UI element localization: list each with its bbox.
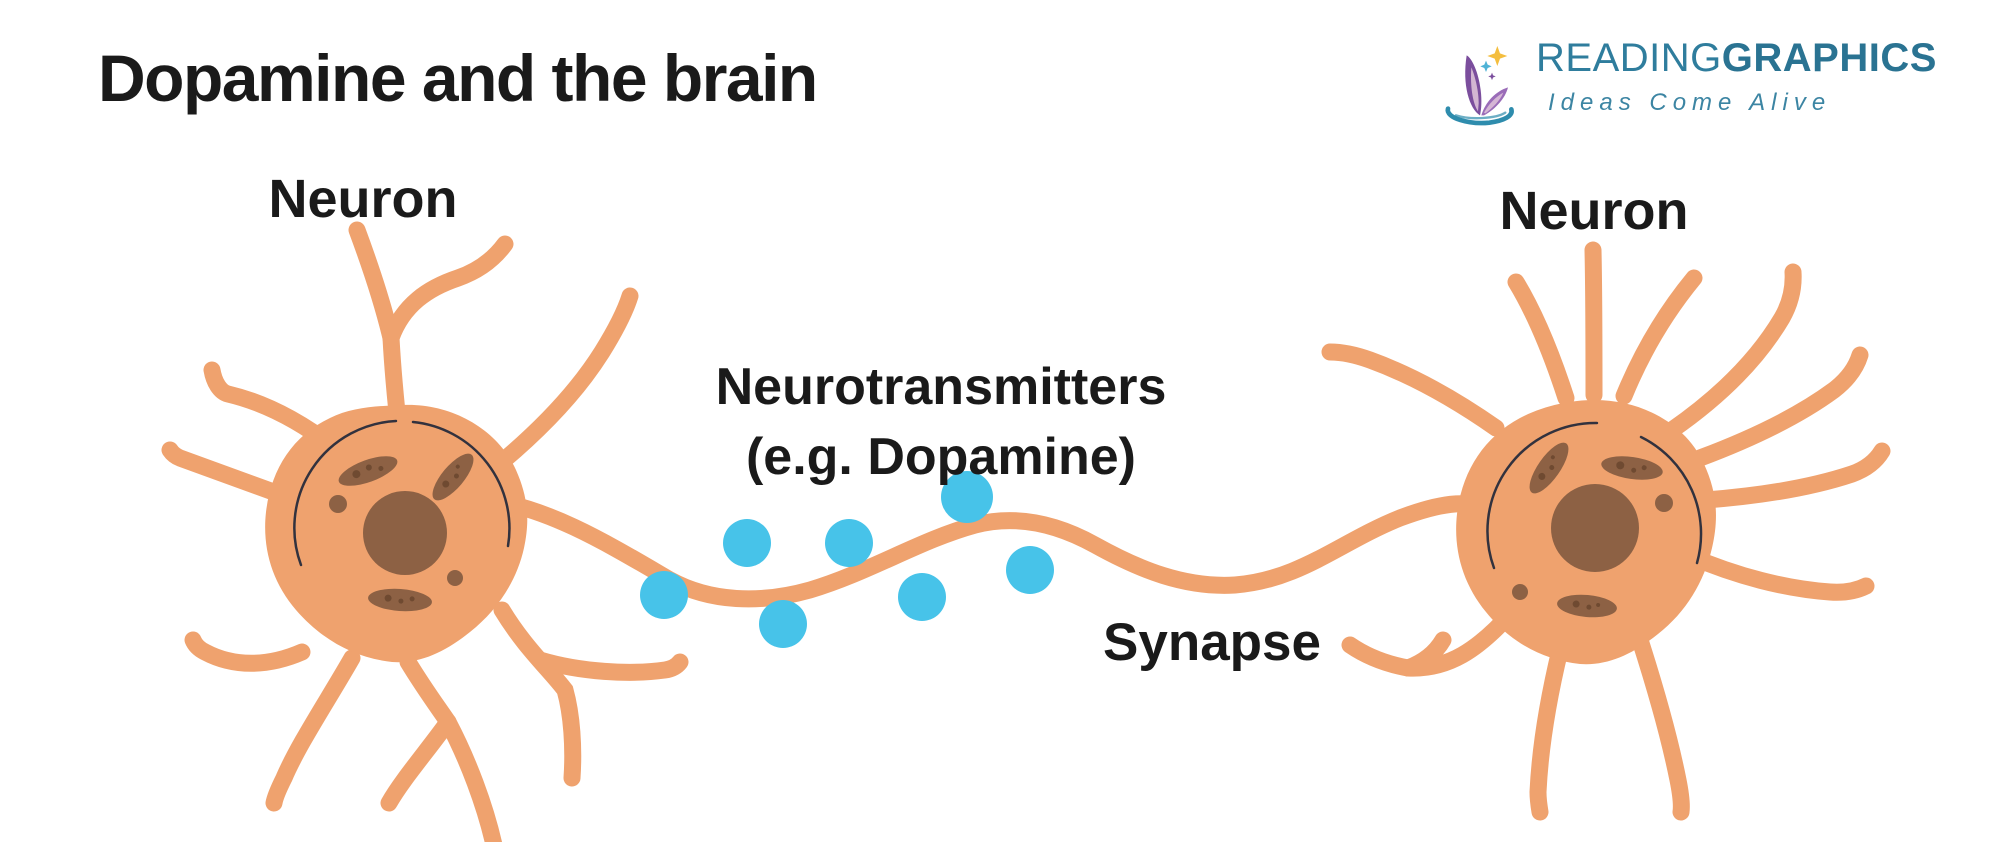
brand-tagline: Ideas Come Alive	[1548, 89, 1832, 116]
dopamine-molecule-circle	[1006, 546, 1054, 594]
star-icon	[1480, 60, 1492, 72]
neurotransmitters-label-line1: Neurotransmitters	[715, 358, 1167, 416]
left-neuron	[161, 221, 689, 842]
neurotransmitters-label-line2: (e.g. Dopamine)	[745, 428, 1137, 486]
left-membrane-arc	[293, 419, 398, 567]
right-membrane-arc	[1486, 421, 1599, 570]
star-icon	[1488, 72, 1496, 81]
page-title: Dopamine and the brain	[98, 41, 818, 115]
right-membrane-arc	[1639, 435, 1703, 565]
left-membrane-arc	[411, 420, 511, 548]
brand-bold: GRAPHICS	[1721, 36, 1937, 80]
right-neuron	[1321, 241, 1891, 821]
left-nucleus	[363, 491, 447, 575]
dopamine-molecule-circle	[759, 600, 807, 648]
neurotransmitters-label: Neurotransmitters (e.g. Dopamine)	[716, 352, 1167, 492]
dopamine-molecule-circle	[825, 519, 873, 567]
dopamine-molecule-circle	[898, 573, 946, 621]
brand-text: READINGGRAPHICS Ideas Come Alive	[1536, 36, 1937, 117]
brand-regular: READING	[1536, 36, 1722, 80]
right-organelles	[1512, 442, 1673, 618]
left-neuron-label: Neuron	[268, 169, 458, 229]
dopamine-molecule-circle	[941, 471, 993, 523]
synapse-label: Synapse	[1103, 613, 1322, 672]
star-icon	[1487, 46, 1508, 66]
brand-wordmark: READINGGRAPHICS	[1536, 36, 1937, 81]
butterfly-book-icon	[1445, 46, 1514, 126]
brand-logo: READINGGRAPHICS Ideas Come Alive	[1440, 36, 1937, 132]
left-neuron-dendrites	[161, 221, 689, 842]
right-neuron-label: Neuron	[1499, 181, 1689, 241]
swoosh-icon	[1445, 106, 1514, 126]
neurotransmitter-molecules	[640, 471, 1054, 648]
dopamine-molecule-circle	[640, 571, 688, 619]
axon-line	[479, 491, 1497, 608]
left-organelles	[329, 453, 474, 612]
right-nucleus	[1551, 484, 1639, 572]
dopamine-molecule-circle	[723, 519, 771, 567]
